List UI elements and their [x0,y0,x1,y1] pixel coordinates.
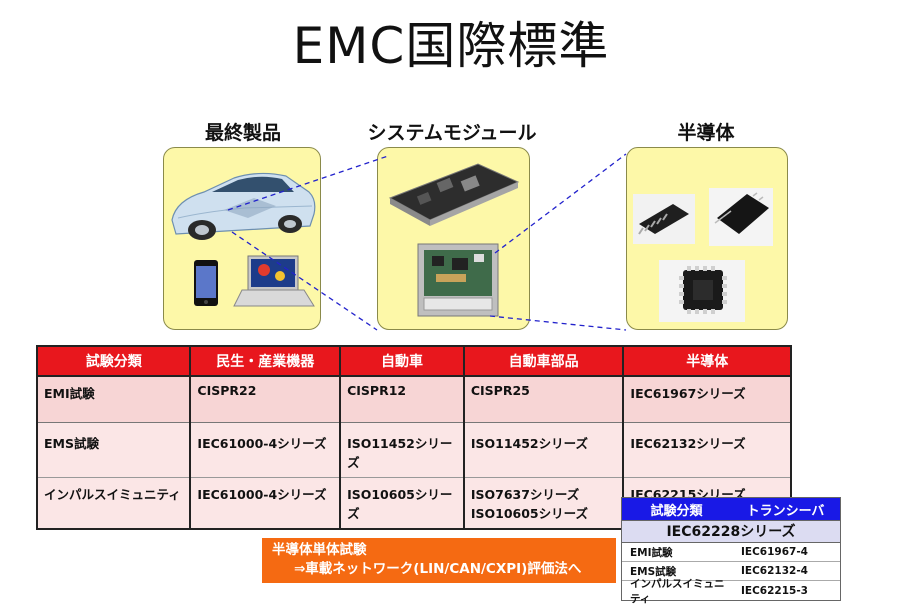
table-header-row: 試験分類 民生・産業機器 自動車 自動車部品 半導体 [35,345,792,377]
table-cell: IEC61000-4シリーズ [189,476,342,530]
semiconductor-test-callout: 半導体単体試験 ⇒車載ネットワーク(LIN/CAN/CXPI)評価法へ [262,538,616,583]
table-cell: CISPR22 [189,376,342,422]
callout-line-2: ⇒車載ネットワーク(LIN/CAN/CXPI)評価法へ [294,561,582,577]
qfp-chip-image [709,188,773,246]
small-table-subheader: IEC62228シリーズ [622,520,840,543]
small-table-header: 試験分類 トランシーバ [622,498,840,520]
table-row: インパルスイミュニティ IEC61000-4シリーズ ISO10605シリーズ … [35,476,792,530]
emc-standards-table: 試験分類 民生・産業機器 自動車 自動車部品 半導体 EMI試験 CISPR22… [35,345,792,530]
car-image [171,172,316,240]
column-header: 自動車部品 [462,345,625,377]
semiconductor-illustration [633,188,773,322]
table-cell: EMI試験 [630,546,673,559]
smartphone-image [194,260,218,306]
column-header: 民生・産業機器 [189,345,342,377]
semiconductor-panel [626,147,788,330]
table-row: EMI試験 CISPR22 CISPR12 CISPR25 IEC61967シリ… [35,376,792,422]
callout-line-1: 半導体単体試験 [272,542,367,558]
table-row: EMI試験 IEC61967-4 [622,543,840,562]
table-cell: IEC62132-4 [741,565,808,577]
table-cell: EMS試験 [630,565,677,578]
table-cell: CISPR25 [462,376,625,422]
table-cell: インパルスイミュニティ [630,577,725,605]
column-header: 試験分類 [650,503,703,519]
column-header: 試験分類 [35,345,192,377]
table-cell: ISO7637シリーズ ISO10605シリーズ [462,476,625,530]
category-label-system-module: システムモジュール [367,122,537,144]
table-cell: IEC61967-4 [741,546,808,558]
category-label-final-product: 最終製品 [204,122,281,144]
column-header: 半導体 [622,345,792,377]
soic-chip-image [633,194,695,244]
column-header: トランシーバ [746,503,825,519]
system-module-panel [377,147,530,330]
table-cell: CISPR12 [339,376,465,422]
table-cell: IEC61000-4シリーズ [189,421,342,477]
transceiver-standards-table: 試験分類 トランシーバ IEC62228シリーズ EMI試験 IEC61967-… [621,497,841,605]
table-cell: ISO11452シリーズ [339,421,465,477]
qfn-chip-image [659,260,745,322]
page-title: EMC国際標準 [292,17,610,75]
table-row: EMS試験 IEC62132-4 [622,562,840,581]
ecu-module-image [417,243,499,317]
final-product-panel [163,147,321,330]
table-cell: IEC62215-3 [741,584,808,597]
table-cell: ISO10605シリーズ [339,476,465,530]
table-cell: EMI試験 [35,376,192,422]
table-cell: EMS試験 [35,421,192,477]
table-cell: ISO11452シリーズ [462,421,625,477]
table-cell: インパルスイミュニティ [35,476,192,530]
table-cell: IEC61967シリーズ [622,376,792,422]
table-row: インパルスイミュニティ IEC62215-3 [622,578,840,605]
final-product-illustration [171,172,316,307]
system-module-illustration [388,163,520,317]
laptop-image [233,255,315,307]
category-label-semiconductor: 半導体 [677,122,735,144]
table-cell: IEC62132シリーズ [622,421,792,477]
pcb-board-image [388,163,520,226]
table-row: EMS試験 IEC61000-4シリーズ ISO11452シリーズ ISO114… [35,421,792,477]
column-header: 自動車 [339,345,465,377]
